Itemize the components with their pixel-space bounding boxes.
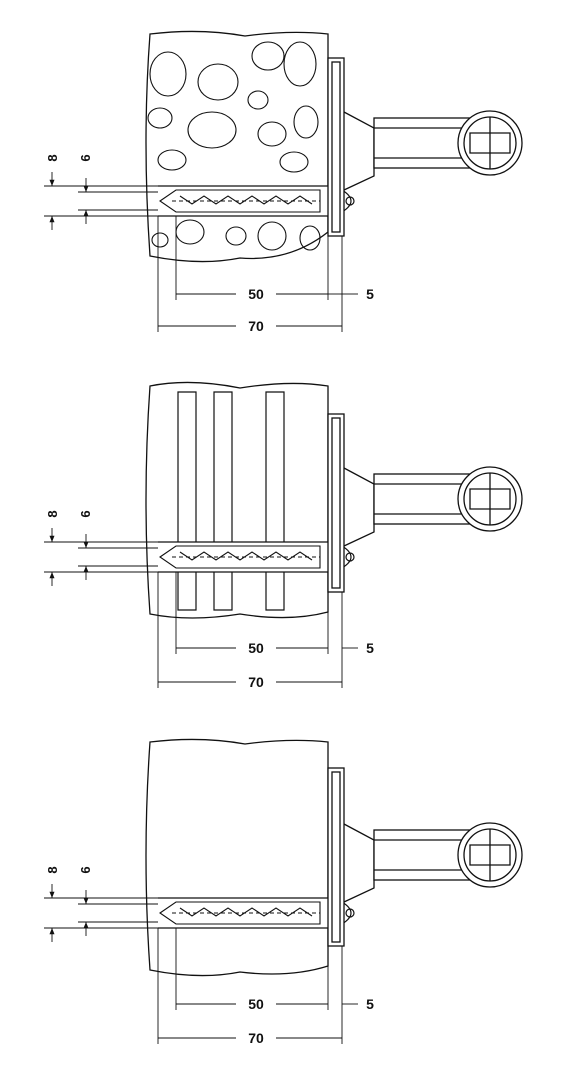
panel-perforated-brick: 50 5 70 8 6: [44, 381, 523, 690]
dimension-lines: [44, 884, 358, 1044]
rail-bracket: [327, 57, 523, 237]
dimension-lines: [44, 528, 358, 688]
dimension-label-total-length: 70: [248, 1030, 264, 1046]
concrete-wall: [145, 738, 329, 977]
dimension-label-bolt-inner: 6: [78, 866, 93, 873]
wall-plug: [159, 901, 321, 925]
dimension-label-plate-thickness: 5: [366, 640, 374, 656]
wall-plug: [159, 189, 321, 213]
dimension-label-bolt-outer: 8: [45, 154, 60, 161]
rail-bracket: [327, 413, 523, 593]
dimension-label-bolt-inner: 6: [78, 510, 93, 517]
stone-pebbles: [147, 41, 321, 251]
rail-bracket: [327, 767, 523, 947]
panel-natural-stone: 50 5 70 8 6: [44, 30, 523, 334]
dimension-label-bolt-outer: 8: [45, 866, 60, 873]
dimension-label-bolt-outer: 8: [45, 510, 60, 517]
dimension-label-anchor-depth: 50: [248, 996, 264, 1012]
brick-cavities: [177, 391, 285, 611]
dimension-label-bolt-inner: 6: [78, 154, 93, 161]
stone-wall: [145, 30, 329, 263]
dimension-label-plate-thickness: 5: [366, 996, 374, 1012]
dimension-label-total-length: 70: [248, 318, 264, 334]
dimension-label-total-length: 70: [248, 674, 264, 690]
dimension-lines: [44, 172, 358, 332]
panel-aerated-concrete: 50 5 70 8 6: [44, 738, 523, 1046]
wall-plug: [159, 545, 321, 569]
dimension-label-plate-thickness: 5: [366, 286, 374, 302]
dimension-label-anchor-depth: 50: [248, 640, 264, 656]
brick-wall: [145, 381, 329, 619]
dimension-label-anchor-depth: 50: [248, 286, 264, 302]
